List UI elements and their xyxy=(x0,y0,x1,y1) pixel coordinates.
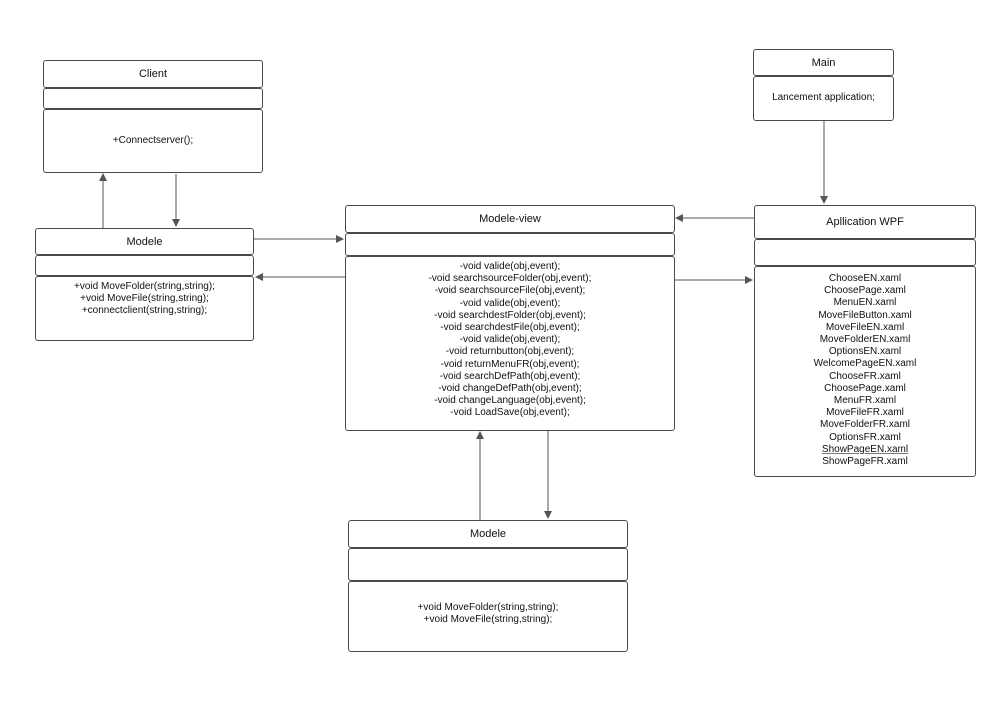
method-line: -void searchsourceFolder(obj,event); xyxy=(428,273,592,285)
method-line: MoveFolderEN.xaml xyxy=(819,334,911,346)
method-line: -void valide(obj,event); xyxy=(459,297,561,309)
method-line: -void returnbutton(obj,event); xyxy=(445,346,575,358)
method-line: ChoosePage.xaml xyxy=(824,382,906,394)
method-line: ShowPageEN.xaml xyxy=(821,443,909,455)
method-line: OptionsEN.xaml xyxy=(828,346,902,358)
method-line: OptionsFR.xaml xyxy=(829,431,901,443)
method-line: -void searchDefPath(obj,event); xyxy=(439,370,581,382)
class-title: Apllication WPF xyxy=(754,205,976,239)
attributes-section xyxy=(348,548,628,581)
method-line: -void searchdestFolder(obj,event); xyxy=(434,309,586,321)
method-line: -void valide(obj,event); xyxy=(459,261,561,272)
methods-section: Lancement application; xyxy=(753,76,894,121)
method-line: +Connectserver(); xyxy=(112,134,194,146)
method-line: +connectclient(string,string); xyxy=(81,305,208,317)
attributes-section xyxy=(345,233,675,256)
method-line: -void searchsourceFile(obj,event); xyxy=(434,285,586,297)
method-line: -void LoadSave(obj,event); xyxy=(450,407,570,419)
class-modele-view: Modele-view -void valide(obj,event); -vo… xyxy=(345,205,675,431)
method-line: MoveFileButton.xaml xyxy=(818,309,912,321)
method-line: WelcomePageEN.xaml xyxy=(813,358,917,370)
class-title: Modele-view xyxy=(345,205,675,233)
class-wpf: Apllication WPF ChooseEN.xaml ChoosePage… xyxy=(754,205,976,477)
class-title: Modele xyxy=(348,520,628,548)
methods-section: +void MoveFolder(string,string); +void M… xyxy=(348,581,628,652)
methods-section: ChooseEN.xaml ChoosePage.xaml MenuEN.xam… xyxy=(754,266,976,477)
method-line: ShowPageFR.xaml xyxy=(822,456,908,468)
class-modele-left: Modele +void MoveFolder(string,string); … xyxy=(35,228,254,341)
method-line: Lancement application; xyxy=(772,92,875,104)
method-line: MoveFileFR.xaml xyxy=(826,407,904,419)
methods-section: +Connectserver(); xyxy=(43,109,263,173)
method-line: MoveFolderFR.xaml xyxy=(819,419,911,431)
method-line: +void MoveFile(string,string); xyxy=(423,614,553,626)
class-main: Main Lancement application; xyxy=(753,49,894,121)
class-title: Main xyxy=(753,49,894,76)
attributes-section xyxy=(754,239,976,266)
class-modele-bottom: Modele +void MoveFolder(string,string); … xyxy=(348,520,628,652)
method-line: -void changeLanguage(obj,event); xyxy=(434,395,586,407)
class-title: Modele xyxy=(35,228,254,255)
method-line: -void valide(obj,event); xyxy=(459,334,561,346)
method-line: +void MoveFile(string,string); xyxy=(80,293,209,305)
method-line: -void returnMenuFR(obj,event); xyxy=(440,358,580,370)
method-line: -void changeDefPath(obj,event); xyxy=(438,383,582,395)
class-title: Client xyxy=(43,60,263,88)
method-line: MoveFileEN.xaml xyxy=(825,321,905,333)
method-line: -void searchdestFile(obj,event); xyxy=(440,322,580,334)
method-line: MenuFR.xaml xyxy=(833,395,897,407)
methods-section: -void valide(obj,event); -void searchsou… xyxy=(345,256,675,431)
attributes-section xyxy=(43,88,263,109)
attributes-section xyxy=(35,255,254,276)
method-line: ChoosePage.xaml xyxy=(824,285,906,297)
method-line: ChooseFR.xaml xyxy=(829,370,901,382)
class-client: Client +Connectserver(); xyxy=(43,60,263,173)
method-line: +void MoveFolder(string,string); xyxy=(74,281,215,292)
method-line: ChooseEN.xaml xyxy=(828,273,902,284)
methods-section: +void MoveFolder(string,string); +void M… xyxy=(35,276,254,341)
method-line: MenuEN.xaml xyxy=(833,297,897,309)
method-line: +void MoveFolder(string,string); xyxy=(417,602,559,613)
